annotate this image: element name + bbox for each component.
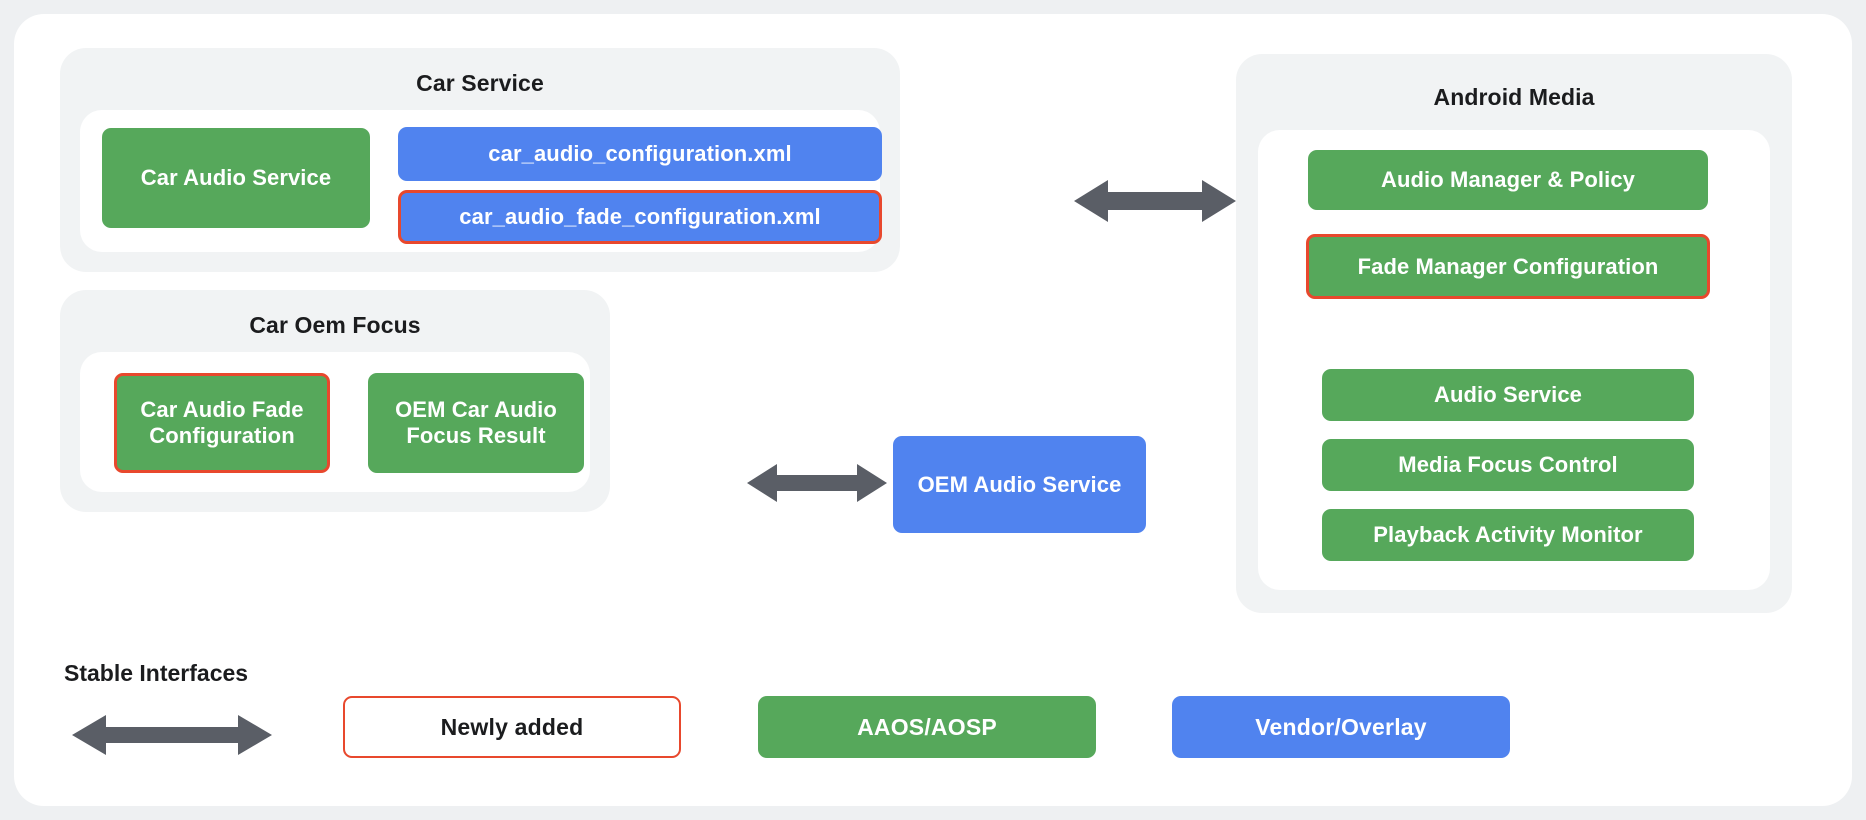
- node-car-audio-fade-configuration-xml-label: car_audio_fade_configuration.xml: [459, 204, 821, 230]
- legend-item-aaos-aosp[interactable]: AAOS/AOSP: [758, 696, 1096, 758]
- node-oem-audio-service-label: OEM Audio Service: [917, 471, 1122, 497]
- group-android-media-title: Android Media: [1433, 84, 1595, 110]
- node-audio-service-label: Audio Service: [1433, 382, 1583, 408]
- legend-item-newly-added[interactable]: Newly added: [343, 696, 681, 758]
- group-car-service-title: Car Service: [416, 70, 544, 96]
- node-car-audio-fade-configuration-xml[interactable]: car_audio_fade_configuration.xml: [398, 190, 882, 244]
- node-fade-manager-configuration-label: Fade Manager Configuration: [1357, 253, 1659, 279]
- legend-item-newly-added-label: Newly added: [440, 713, 584, 740]
- group-car-service: Car Service Car Audio Service car_audio_…: [60, 48, 900, 272]
- node-car-audio-service[interactable]: Car Audio Service: [102, 128, 370, 228]
- connector-car-service-to-android-media: [1074, 177, 1236, 225]
- diagram-card: Car Service Car Audio Service car_audio_…: [14, 14, 1852, 806]
- node-playback-activity-monitor[interactable]: Playback Activity Monitor: [1322, 509, 1694, 561]
- node-oem-car-audio-focus-result[interactable]: OEM Car Audio Focus Result: [368, 373, 584, 473]
- legend-item-vendor-overlay[interactable]: Vendor/Overlay: [1172, 696, 1510, 758]
- node-media-focus-control[interactable]: Media Focus Control: [1322, 439, 1694, 491]
- node-car-audio-service-label: Car Audio Service: [140, 165, 332, 191]
- group-android-media: Android Media Audio Manager & Policy Fad…: [1236, 54, 1792, 613]
- node-oem-car-audio-focus-result-label: OEM Car Audio Focus Result: [395, 397, 557, 448]
- node-car-audio-configuration-xml[interactable]: car_audio_configuration.xml: [398, 127, 882, 181]
- node-playback-activity-monitor-label: Playback Activity Monitor: [1373, 522, 1643, 548]
- group-car-oem-focus-title: Car Oem Focus: [249, 312, 421, 338]
- legend-item-vendor-overlay-label: Vendor/Overlay: [1255, 713, 1427, 740]
- group-car-oem-focus: Car Oem Focus Car Audio Fade Configurati…: [60, 290, 610, 512]
- node-oem-audio-service[interactable]: OEM Audio Service: [893, 436, 1146, 533]
- node-car-audio-configuration-xml-label: car_audio_configuration.xml: [488, 141, 792, 167]
- legend-title: Stable Interfaces: [64, 660, 249, 686]
- node-media-focus-control-label: Media Focus Control: [1398, 452, 1618, 478]
- legend-item-aaos-aosp-label: AAOS/AOSP: [857, 713, 997, 740]
- node-fade-manager-configuration[interactable]: Fade Manager Configuration: [1306, 234, 1710, 299]
- connector-car-oem-focus-to-oem-audio-service: [747, 461, 887, 505]
- node-car-audio-fade-configuration-label: Car Audio Fade Configuration: [140, 397, 304, 448]
- node-car-audio-fade-configuration[interactable]: Car Audio Fade Configuration: [114, 373, 330, 473]
- legend-double-arrow-icon: [72, 713, 272, 757]
- node-audio-manager-policy[interactable]: Audio Manager & Policy: [1308, 150, 1708, 210]
- node-audio-manager-policy-label: Audio Manager & Policy: [1380, 167, 1636, 193]
- node-audio-service[interactable]: Audio Service: [1322, 369, 1694, 421]
